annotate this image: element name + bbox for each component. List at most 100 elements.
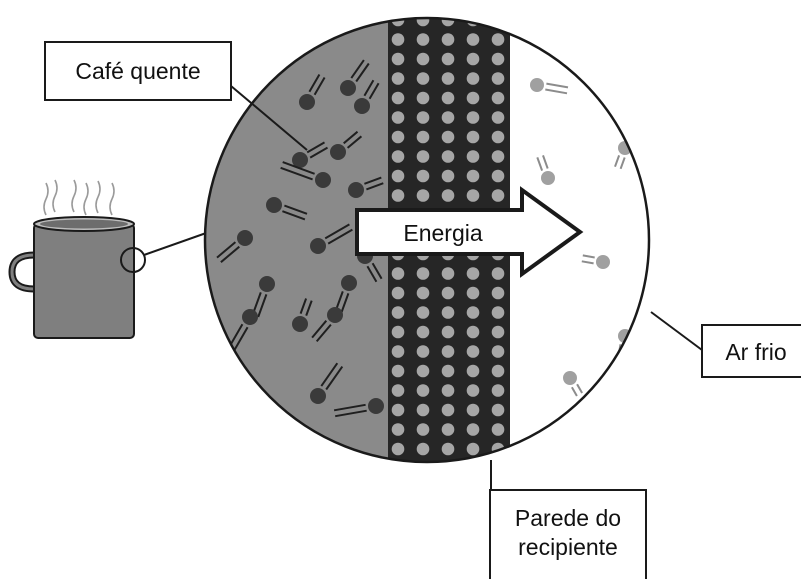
steam-lines: [43, 179, 115, 216]
wall-particle: [416, 18, 430, 27]
wall-particle: [391, 33, 405, 46]
wall-particle: [391, 72, 405, 85]
wall-particle: [441, 91, 455, 105]
molecule: [348, 176, 384, 198]
wall-particle: [416, 442, 430, 456]
molecule: [266, 197, 308, 221]
wall-particle: [416, 403, 430, 417]
molecule: [330, 130, 363, 160]
wall-particle: [466, 423, 480, 436]
molecule: [581, 254, 610, 269]
molecule: [280, 161, 331, 188]
wall-particle: [441, 111, 455, 124]
wall-particle: [441, 364, 455, 378]
wall-particle: [391, 52, 405, 66]
wall-particle: [416, 325, 430, 339]
wall-particle: [466, 52, 480, 66]
wall-particle: [391, 325, 405, 339]
wall-particle: [416, 130, 430, 144]
wall-particle: [491, 325, 505, 339]
wall-particle: [491, 150, 505, 163]
wall-particle: [416, 384, 430, 397]
wall-particle: [441, 52, 455, 66]
wall-particle: [416, 286, 430, 300]
wall-particle: [416, 364, 430, 378]
wall-particle: [466, 345, 480, 358]
coffee-molecules: [216, 59, 384, 418]
molecule: [251, 276, 275, 318]
wall-particle: [441, 345, 455, 358]
molecule: [333, 398, 384, 418]
wall-particle: [441, 384, 455, 397]
wall-particle: [466, 72, 480, 85]
wall-particle: [491, 18, 505, 27]
wall-particle: [491, 423, 505, 436]
wall-particle: [441, 169, 455, 183]
cold-air-label: Ar frio: [725, 339, 786, 365]
wall-particle: [416, 150, 430, 163]
wall-particle: [466, 91, 480, 105]
wall-particle: [416, 111, 430, 124]
wall-particle: [491, 384, 505, 397]
wall-particle: [416, 306, 430, 319]
molecule: [310, 362, 344, 404]
wall-particle: [441, 442, 455, 456]
wall-particle: [491, 130, 505, 144]
wall-particle: [441, 150, 455, 163]
molecule: [216, 230, 253, 263]
wall-particle: [466, 325, 480, 339]
coffee-mug: [8, 179, 135, 339]
wall-particle: [391, 442, 405, 456]
wall-particle: [466, 33, 480, 46]
wall-particle: [391, 267, 405, 280]
wall-particle: [466, 306, 480, 319]
molecule: [530, 78, 569, 95]
wall-particle: [416, 52, 430, 66]
molecule: [340, 59, 370, 96]
wall-particle: [416, 33, 430, 46]
mug-body: [33, 223, 135, 339]
wall-particle: [491, 364, 505, 378]
wall-particle: [466, 111, 480, 124]
wall-particle: [491, 33, 505, 46]
wall-particle: [416, 267, 430, 280]
wall-particle: [466, 189, 480, 202]
energy-label: Energia: [403, 220, 482, 246]
wall-particle: [391, 150, 405, 163]
wall-particle: [441, 267, 455, 280]
wall-particle: [491, 189, 505, 202]
molecule: [354, 79, 380, 114]
wall-particle: [441, 33, 455, 46]
wall-particle: [441, 325, 455, 339]
wall-particle: [491, 286, 505, 300]
wall-particle: [416, 91, 430, 105]
wall-particle: [441, 423, 455, 436]
wall-particle: [491, 169, 505, 183]
wall-particle: [416, 72, 430, 85]
container-wall-callout: Parede do recipiente: [489, 460, 647, 579]
wall-particle: [391, 111, 405, 124]
wall-particle: [391, 286, 405, 300]
wall-particle: [466, 267, 480, 280]
wall-particle: [466, 442, 480, 456]
wall-particle: [391, 384, 405, 397]
wall-particle: [391, 91, 405, 105]
wall-particle: [491, 72, 505, 85]
wall-particle: [466, 384, 480, 397]
wall-particle: [416, 345, 430, 358]
cold-air-callout: Ar frio: [650, 311, 801, 378]
molecule: [310, 223, 353, 254]
wall-particle: [491, 91, 505, 105]
wall-particle: [441, 306, 455, 319]
wall-particle: [391, 130, 405, 144]
wall-particle: [466, 286, 480, 300]
wall-particle: [466, 150, 480, 163]
wall-particle: [391, 364, 405, 378]
wall-particle: [491, 111, 505, 124]
wall-particle: [441, 286, 455, 300]
wall-particle: [491, 52, 505, 66]
molecule: [536, 155, 555, 185]
wall-particle: [391, 423, 405, 436]
molecule: [311, 307, 343, 343]
